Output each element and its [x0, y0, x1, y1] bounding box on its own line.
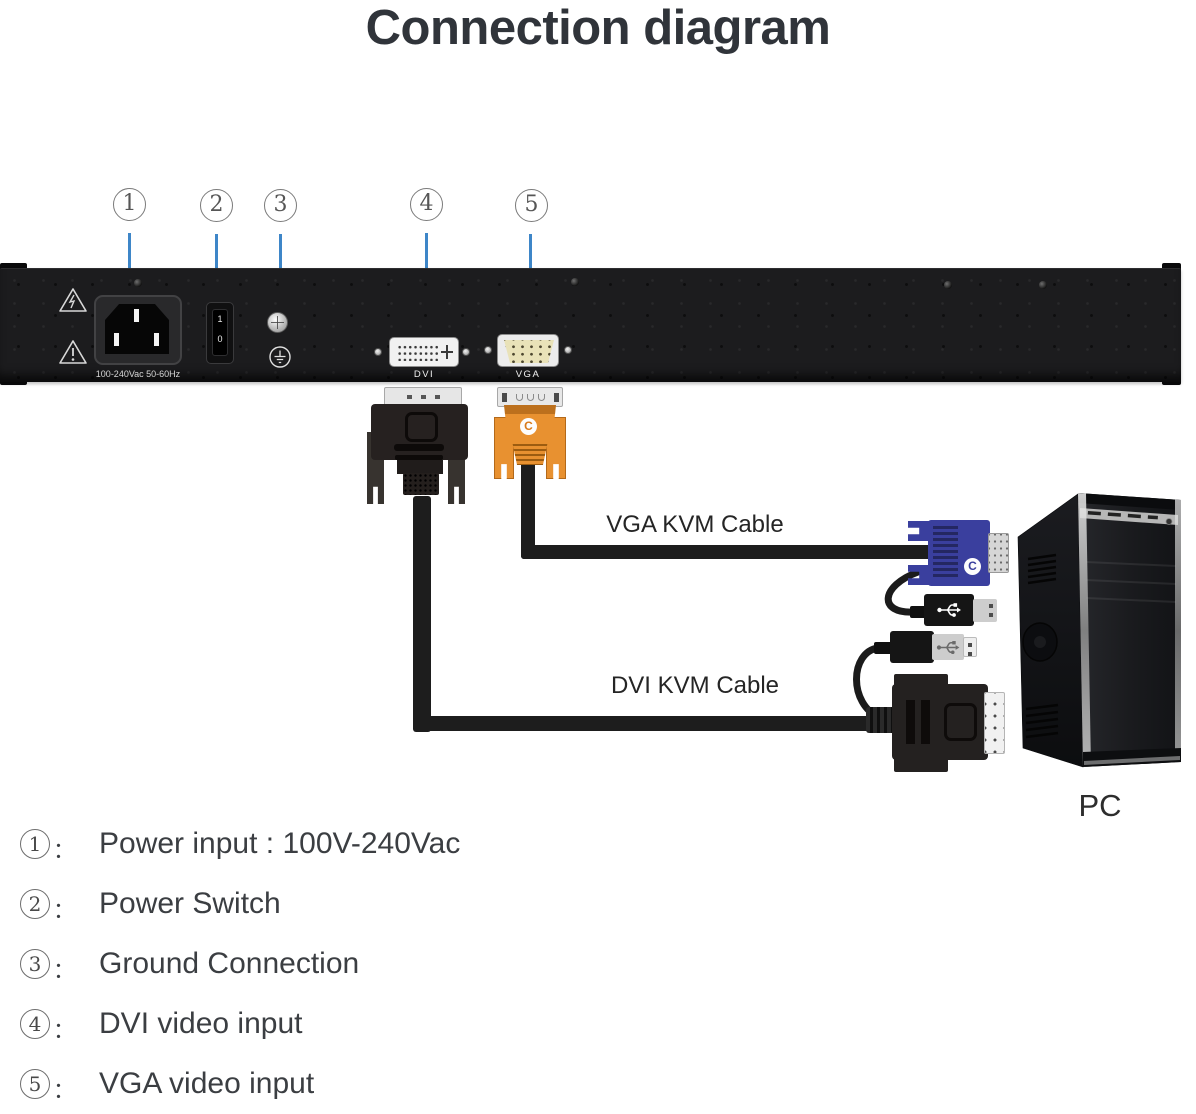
port-screw [484, 346, 492, 354]
legend-num: 5 [20, 1069, 50, 1099]
pc-label: PC [1078, 788, 1122, 823]
ground-symbol-icon [269, 346, 291, 368]
power-inlet-socket [105, 304, 169, 354]
vga-cable-horizontal [521, 545, 935, 559]
dvi-plug-body [371, 404, 468, 460]
inlet-pin [114, 333, 119, 346]
usb-body [924, 594, 974, 626]
usb-neck [910, 606, 928, 618]
vga-pc-connector-body [928, 520, 990, 586]
legend-num: 4 [20, 1009, 50, 1039]
legend-num: 2 [20, 889, 50, 919]
callout-5: 5 [515, 189, 548, 222]
ground-screw [267, 312, 288, 333]
leader-line-4 [425, 233, 428, 289]
dvi-cable-label: DVI KVM Cable [610, 672, 780, 699]
vga-pc-connector-logo: C [964, 558, 981, 575]
vga-pc-connector-plate [988, 533, 1009, 573]
legend: 1 ： Power input : 100V-240Vac 2 ： Power … [20, 814, 460, 1114]
leader-line-5 [529, 234, 532, 291]
usb-tip [932, 634, 964, 660]
dvi-port-analog-cross [441, 343, 453, 361]
vga-pc-connector: C [908, 520, 1010, 586]
legend-row-power-switch: 2 ： Power Switch [20, 874, 460, 934]
dvi-cable-vertical [413, 496, 431, 732]
usb-trident-icon [937, 603, 961, 617]
vga-cable-plug: C [492, 387, 572, 487]
legend-num: 1 [20, 829, 50, 859]
callout-4: 4 [410, 188, 443, 221]
warning-exclamation-icon [59, 340, 87, 364]
legend-colon: ： [53, 1018, 76, 1043]
dvi-pc-connector-plate [984, 692, 1005, 754]
dvi-cable-plug [364, 387, 468, 507]
legend-row-ground: 3 ： Ground Connection [20, 934, 460, 994]
callout-2: 2 [200, 189, 233, 222]
power-switch-rocker: 1 0 [212, 309, 228, 356]
power-inlet [94, 295, 182, 365]
vga-cable-label: VGA KVM Cable [606, 511, 784, 538]
dvi-pc-connector [866, 672, 1008, 774]
vga-plug-pin-mark [526, 394, 534, 401]
legend-row-power-input: 1 ： Power input : 100V-240Vac [20, 814, 460, 874]
dvi-port-label: DVI [413, 369, 435, 380]
dvi-plug-grip [403, 473, 439, 495]
port-screw [462, 348, 470, 356]
legend-row-dvi: 4 ： DVI video input [20, 994, 460, 1054]
legend-num: 3 [20, 949, 50, 979]
port-screw [374, 348, 382, 356]
vga-port-pins [504, 340, 554, 363]
vga-plug-logo: C [520, 418, 537, 435]
usb-plug-vga [910, 594, 1010, 628]
usb-tip-end [963, 637, 977, 657]
vga-cable-vertical [521, 462, 535, 559]
power-rating-label: 100-240Vac 50-60Hz [95, 369, 181, 379]
usb-tip [973, 599, 997, 622]
vga-plug-pin-mark [537, 394, 545, 401]
legend-text: DVI video input [99, 1007, 303, 1040]
page-title: Connection diagram [365, 1, 831, 55]
usb-trident-icon [936, 641, 960, 655]
leader-line-1 [128, 233, 131, 299]
callout-1: 1 [113, 188, 146, 221]
power-switch: 1 0 [206, 302, 234, 364]
legend-row-vga: 5 ： VGA video input [20, 1054, 460, 1114]
panel-screw [944, 281, 952, 289]
warning-lightning-icon [59, 288, 87, 312]
legend-text: Ground Connection [99, 947, 360, 980]
legend-text: Power Switch [99, 887, 281, 920]
dvi-pc-connector-body [892, 684, 988, 760]
vga-port [497, 334, 559, 367]
legend-colon: ： [53, 898, 76, 923]
panel-screw [134, 279, 142, 287]
usb-body [890, 631, 934, 663]
vga-port-label: VGA [515, 369, 541, 380]
panel-screw [571, 278, 579, 286]
vga-plug-pin-mark [515, 394, 523, 401]
kvm-rear-panel: 100-240Vac 50-60Hz 1 0 DVI VGA [0, 268, 1181, 382]
inlet-pin [154, 333, 159, 346]
panel-screw [1039, 281, 1047, 289]
dvi-pc-thumbscrew [894, 756, 948, 772]
dvi-port-pins [396, 343, 438, 361]
legend-colon: ： [53, 958, 76, 983]
legend-text: VGA video input [99, 1067, 315, 1100]
legend-text: Power input : 100V-240Vac [99, 827, 461, 860]
port-screw [564, 346, 572, 354]
vga-plug-ribs [512, 441, 548, 465]
inlet-pin [134, 309, 139, 322]
legend-colon: ： [53, 1078, 76, 1103]
dvi-plug-neck [397, 460, 443, 474]
usb-plug-dvi [874, 631, 980, 665]
dvi-cable-horizontal [413, 716, 875, 731]
switch-off-label: 0 [217, 334, 223, 344]
switch-on-label: 1 [217, 314, 223, 324]
pc-tower [1017, 493, 1181, 768]
vga-plug-connector [497, 387, 563, 407]
usb-neck [874, 642, 894, 654]
callout-3: 3 [264, 189, 297, 222]
legend-colon: ： [53, 838, 76, 863]
dvi-port [389, 337, 459, 367]
